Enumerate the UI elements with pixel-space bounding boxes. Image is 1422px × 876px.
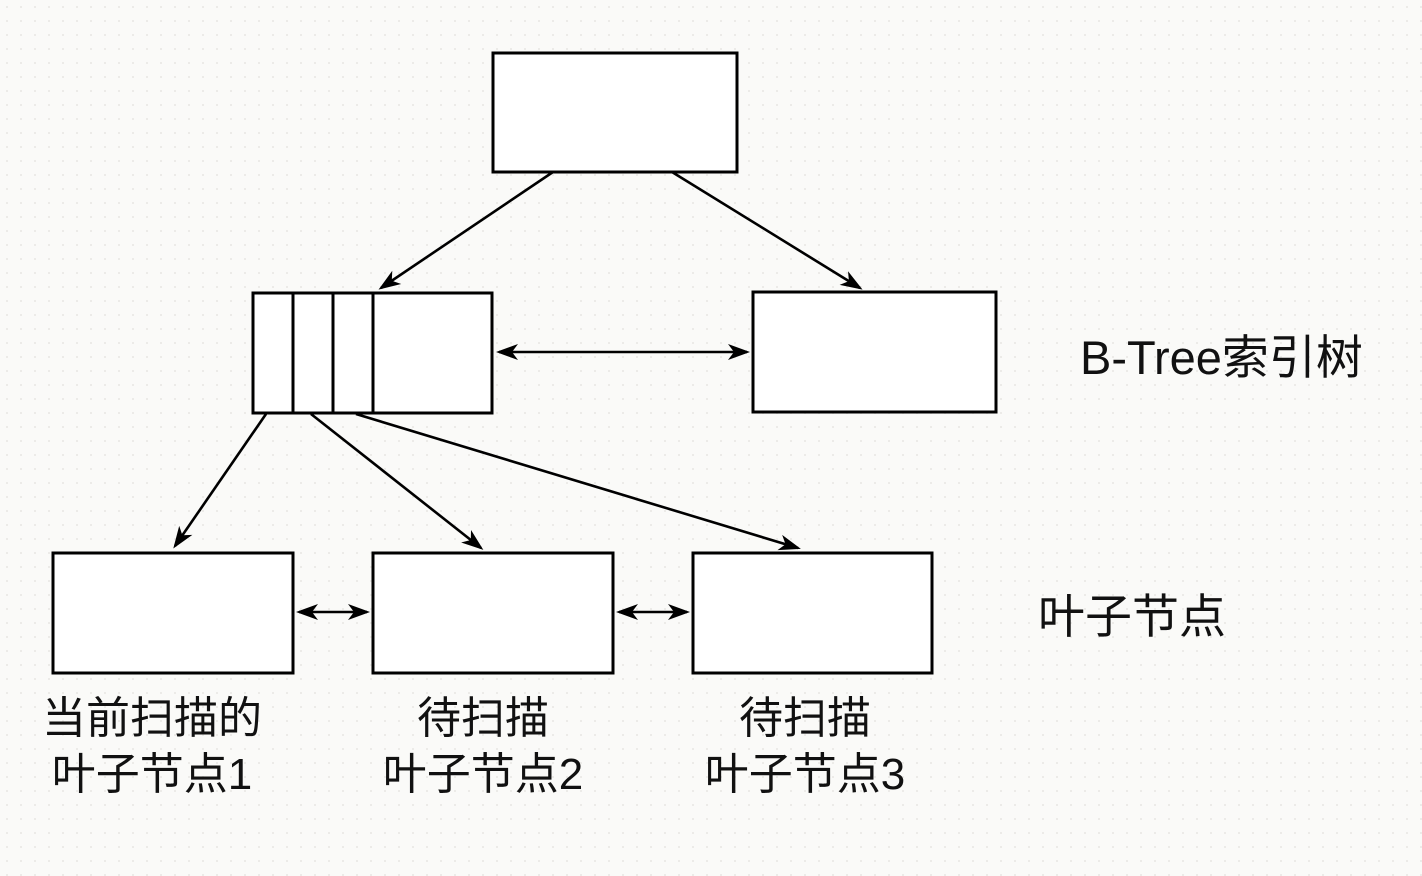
arrow-internal-to-leaf3 [355, 412, 801, 551]
arrow-root-to-right-internal [671, 170, 863, 290]
leaf3-caption-line2: 叶子节点3 [705, 750, 905, 799]
leaf2-caption-line1: 待扫描 [417, 694, 549, 743]
internal-node-right [751, 290, 998, 414]
leaf2-caption-line2: 叶子节点2 [383, 750, 583, 799]
internal-node-left [251, 291, 494, 415]
arrow-internal-to-leaf2 [310, 412, 484, 550]
arrow-root-to-left-internal [378, 170, 554, 290]
leaf2-caption: 待扫描 叶子节点2 [383, 694, 583, 799]
leaf1-caption: 当前扫描的 叶子节点1 [42, 694, 262, 799]
leaf-node-1-current [51, 551, 295, 675]
leaf1-caption-line2: 叶子节点1 [52, 750, 252, 799]
leaf3-caption: 待扫描 叶子节点3 [705, 694, 905, 799]
leaf3-caption-line1: 待扫描 [739, 694, 871, 743]
leaf-node-3 [691, 551, 934, 675]
arrow-internal-to-leaf1 [173, 413, 268, 549]
root-node [491, 51, 739, 174]
leaf-level-label: 叶子节点 [1038, 590, 1226, 643]
leaf1-caption-line1: 当前扫描的 [42, 694, 262, 743]
btree-level-label: B-Tree索引树 [1080, 331, 1363, 384]
leaf-node-2 [371, 551, 615, 675]
